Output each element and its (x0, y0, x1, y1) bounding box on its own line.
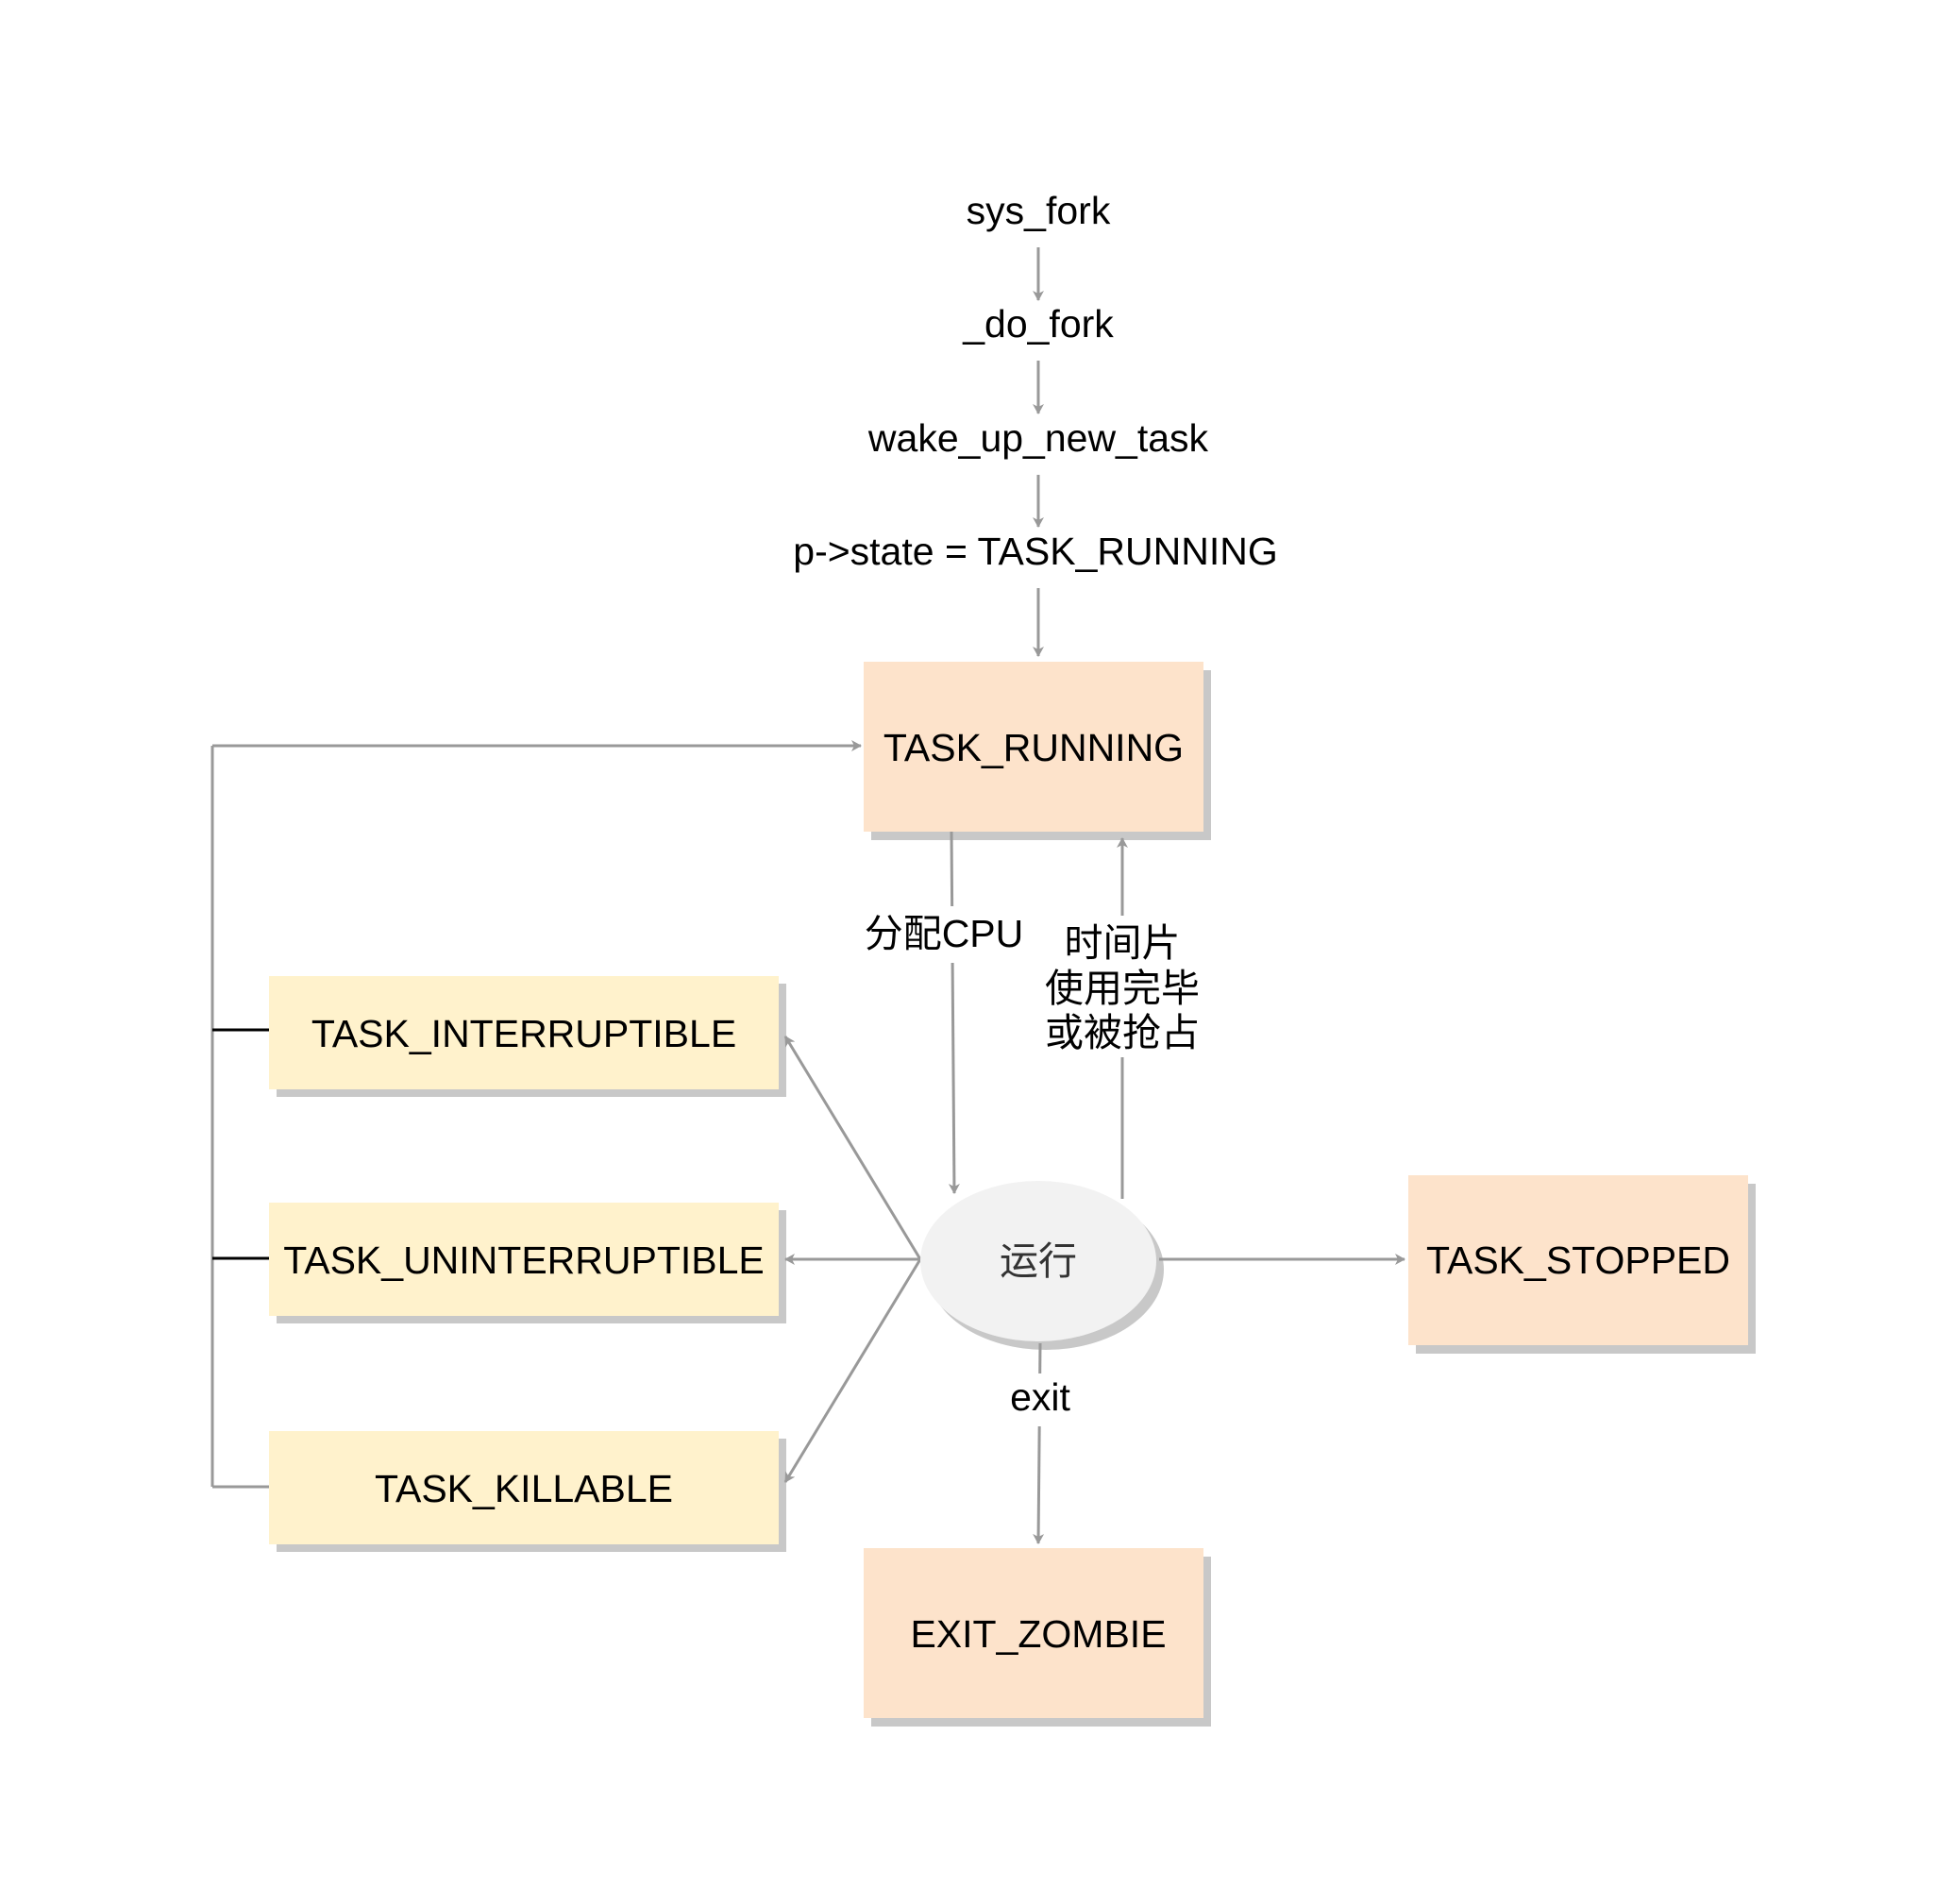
task-running-label: TASK_RUNNING (883, 726, 1184, 769)
task-killable-box (269, 1431, 779, 1544)
assign-cpu-label: 分配CPU (865, 912, 1024, 955)
task-interruptible-node: TASK_INTERRUPTIBLE (269, 976, 786, 1097)
arrow-to-task-interruptible (783, 1036, 922, 1260)
exit-label: exit (1010, 1375, 1070, 1419)
task-running-node: TASK_RUNNING (864, 662, 1211, 840)
sys-fork-label: sys_fork (967, 189, 1111, 232)
task-stopped-box (1408, 1175, 1748, 1345)
exit-zombie-node: EXIT_ZOMBIE (864, 1548, 1211, 1727)
timeslice-label-line3: 或被抢占 (1045, 1011, 1200, 1054)
task-uninterruptible-node: TASK_UNINTERRUPTIBLE (269, 1203, 786, 1323)
task-uninterruptible-label: TASK_UNINTERRUPTIBLE (283, 1238, 765, 1282)
running-state-label: 运行 (1000, 1239, 1077, 1283)
wake-up-new-task-label: wake_up_new_task (867, 416, 1209, 460)
do-fork-label: _do_fork (962, 302, 1114, 345)
arrow-exit (1033, 1342, 1045, 1544)
task-interruptible-box (269, 976, 779, 1089)
set-state-label: p->state = TASK_RUNNING (793, 530, 1277, 573)
arrow-assign-cpu (948, 831, 960, 1194)
task-stopped-label: TASK_STOPPED (1426, 1238, 1730, 1282)
task-stopped-node: TASK_STOPPED (1408, 1175, 1756, 1354)
running-state-node: 运行 (920, 1181, 1164, 1350)
task-interruptible-label: TASK_INTERRUPTIBLE (311, 1012, 736, 1055)
left-bus-connector (210, 746, 269, 1489)
exit-zombie-label: EXIT_ZOMBIE (910, 1612, 1166, 1656)
timeslice-label-line1: 时间片 (1065, 921, 1181, 965)
exit-zombie-box (864, 1548, 1203, 1718)
running-state-ellipse (920, 1181, 1156, 1341)
task-running-box (864, 662, 1203, 832)
task-killable-label: TASK_KILLABLE (375, 1467, 673, 1510)
timeslice-label-line2: 使用完毕 (1045, 967, 1200, 1010)
task-killable-node: TASK_KILLABLE (269, 1431, 786, 1552)
arrow-to-task-killable (783, 1258, 922, 1483)
task-uninterruptible-box (269, 1203, 779, 1316)
